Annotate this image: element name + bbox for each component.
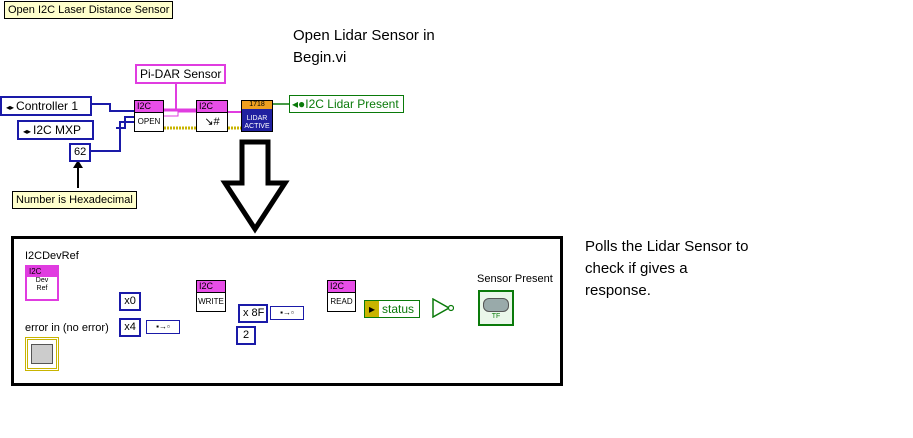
error-cluster-control[interactable] — [25, 337, 59, 371]
address-vi-header: I2C — [197, 101, 227, 113]
mxp-select[interactable]: ◂▸I2C MXP — [17, 120, 94, 140]
devref-body-1: Dev — [35, 277, 49, 284]
pidar-sensor-label: Pi-DAR Sensor — [135, 64, 227, 84]
write-vi-header: I2C — [197, 281, 225, 293]
devref-body-2: Ref — [36, 285, 48, 292]
block-diagram-title: Open I2C Laser Distance Sensor — [4, 1, 174, 19]
devref-body: Dev Ref — [27, 277, 57, 293]
lidar-vi-text-2: ACTIVE — [244, 123, 270, 130]
ring-arrows-icon: ◂▸ — [6, 103, 15, 112]
i2c-address-vi[interactable]: I2C ↘# — [196, 100, 228, 132]
hex-note-label: Number is Hexadecimal — [12, 191, 137, 209]
read-vi-header: I2C — [328, 281, 355, 293]
controller-value: Controller 1 — [16, 99, 79, 113]
const-x0[interactable]: x0 — [119, 292, 141, 311]
open-vi-header: I2C — [135, 101, 163, 113]
down-arrow — [220, 139, 290, 234]
global-variable-icon: ◂● — [292, 97, 306, 111]
wire-controller — [88, 103, 134, 112]
top-wires — [73, 80, 290, 188]
write-vi-text: WRITE — [198, 297, 224, 306]
devref-header: I2C — [27, 267, 57, 277]
note-poll-lidar: Polls the Lidar Sensor to check if gives… — [585, 236, 748, 302]
controller-select[interactable]: ◂▸Controller 1 — [0, 96, 92, 116]
build-array-icon-2[interactable]: ▪→▫ — [270, 306, 304, 320]
unbundle-status[interactable]: ▸status — [364, 300, 420, 318]
i2c-read-vi[interactable]: I2C READ — [327, 280, 356, 312]
i2c-open-vi[interactable]: I2C OPEN — [134, 100, 164, 132]
note-open-lidar: Open Lidar Sensor in Begin.vi — [293, 25, 435, 69]
open-vi-text: OPEN — [137, 117, 161, 126]
i2c-write-vi[interactable]: I2C WRITE — [196, 280, 226, 312]
i2c-lidar-present-indicator[interactable]: ◂●I2C Lidar Present — [289, 95, 404, 113]
const-2[interactable]: 2 — [236, 326, 256, 345]
note-poll-line-1: Polls the Lidar Sensor to — [585, 238, 749, 255]
note-open-line-1: Open Lidar Sensor in — [293, 27, 435, 44]
cluster-icon: ▸ — [365, 301, 379, 317]
lidar-vi-text: LIDAR ACTIVE — [242, 109, 272, 131]
tf-label: TF — [491, 313, 501, 320]
sensor-present-label: Sensor Present — [477, 273, 553, 285]
error-in-label: error in (no error) — [25, 322, 109, 334]
lidar-active-vi[interactable]: 1718 LIDAR ACTIVE — [241, 100, 273, 132]
mxp-value: I2C MXP — [33, 123, 82, 137]
hash-icon: ↘# — [204, 116, 220, 128]
led-icon — [483, 298, 509, 312]
note-poll-line-3: response. — [585, 282, 651, 299]
build-array-icon[interactable]: ▪→▫ — [146, 320, 180, 334]
devref-control[interactable]: I2C Dev Ref — [25, 265, 59, 301]
status-text: status — [382, 302, 415, 316]
read-vi-text: READ — [330, 297, 353, 306]
sensor-present-indicator[interactable]: TF — [478, 290, 514, 326]
lidar-present-text: I2C Lidar Present — [305, 97, 399, 111]
lidar-vi-header: 1718 — [242, 101, 272, 109]
const-x8f[interactable]: x 8F — [238, 304, 268, 323]
hex-note-arrowhead — [73, 160, 83, 168]
address-constant[interactable]: 62 — [69, 143, 91, 162]
loop-frame — [11, 236, 563, 386]
note-open-line-2: Begin.vi — [293, 49, 347, 66]
lidar-vi-text-1: LIDAR — [246, 115, 268, 122]
const-x4[interactable]: x4 — [119, 318, 141, 337]
devref-label: I2CDevRef — [25, 250, 79, 262]
not-gate-icon[interactable] — [432, 298, 454, 318]
note-poll-line-2: check if gives a — [585, 260, 688, 277]
wire-address — [88, 121, 134, 152]
ring-arrows-icon: ◂▸ — [23, 127, 32, 136]
wire-ref-thin — [164, 111, 196, 117]
error-cluster-icon — [31, 344, 53, 364]
